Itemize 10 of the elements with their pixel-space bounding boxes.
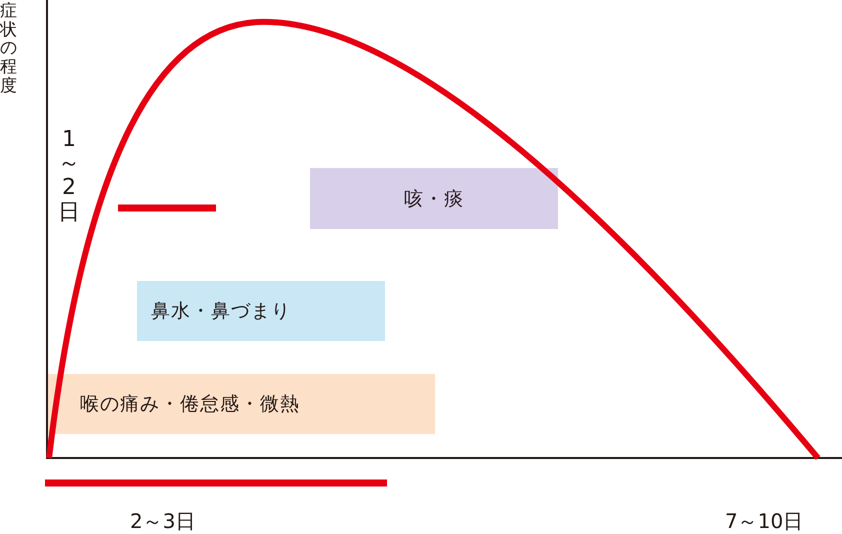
symptom-band <box>310 168 558 229</box>
symptom-label: 鼻水・鼻づまり <box>151 299 291 324</box>
time-label: 7～10日 <box>725 508 804 534</box>
axis-label: 症状の程度 <box>0 2 17 96</box>
symptom-label: 咳・痰 <box>404 186 464 212</box>
symptom-band <box>137 281 385 341</box>
time-label: 2～3日 <box>130 508 196 534</box>
symptom-label: 喉の痛み・倦怠感・微熱 <box>80 392 300 417</box>
axis-label: 1～2日 <box>58 128 80 225</box>
symptom-band <box>48 374 435 434</box>
